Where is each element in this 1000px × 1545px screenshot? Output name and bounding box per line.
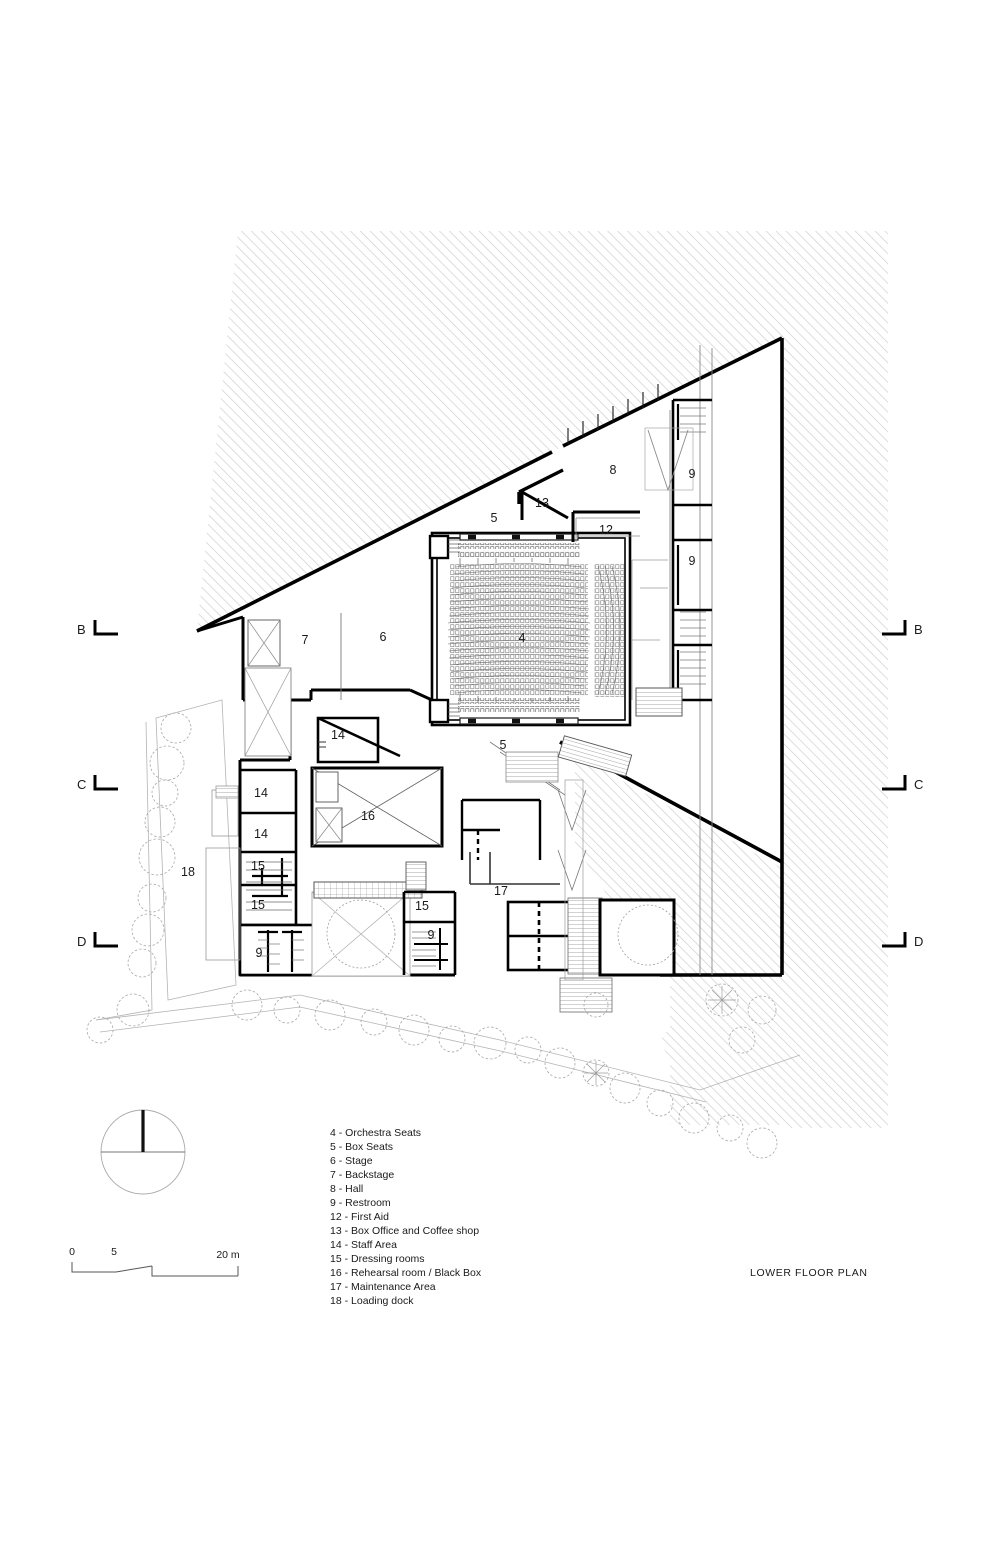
- legend-item-12: 12 - First Aid: [330, 1211, 389, 1223]
- room-label-9-east: 9: [428, 928, 435, 942]
- auditorium-shell: [430, 531, 632, 727]
- restroom-9-west: [238, 923, 316, 977]
- legend-item-8: 8 - Hall: [330, 1183, 363, 1195]
- central-stair-ramp: [557, 779, 613, 1013]
- section-marker-right-C: C: [882, 775, 923, 792]
- legend-item-7: 7 - Backstage: [330, 1169, 394, 1181]
- room-label-9-ne-lower: 9: [689, 554, 696, 568]
- room-13-box-office: [520, 490, 569, 520]
- section-letter-right-b: B: [914, 622, 923, 637]
- section-letter-left-c: C: [77, 777, 86, 792]
- se-annex-block: [598, 898, 679, 977]
- room-label-14-stage: 14: [331, 728, 345, 742]
- loading-dock-platform: [205, 785, 241, 961]
- room-12-first-aid: [571, 510, 640, 542]
- scale-label-5: 5: [111, 1246, 117, 1258]
- room-label-17: 17: [494, 884, 508, 898]
- maintenance-thin-partitions: [469, 852, 560, 885]
- north-arrow: [100, 1109, 186, 1195]
- legend-item-13: 13 - Box Office and Coffee shop: [330, 1225, 479, 1237]
- section-letter-left-d: D: [77, 934, 86, 949]
- section-letter-right-c: C: [914, 777, 923, 792]
- scale-label-20m: 20 m: [216, 1249, 240, 1261]
- box-seats-lower: [458, 698, 580, 725]
- room-label-14-lower: 14: [254, 827, 268, 841]
- dressing-room-thin-lines: [246, 861, 292, 911]
- room-label-6: 6: [380, 630, 387, 644]
- auditorium-aisle-ticks: [459, 558, 569, 702]
- courtyard-with-tree: [311, 891, 411, 977]
- section-marker-left-B: B: [77, 620, 118, 637]
- room-12-thin: [575, 517, 640, 542]
- west-stair-grid: [313, 861, 427, 899]
- room-label-8: 8: [610, 463, 617, 477]
- backstage-service-room: [244, 619, 292, 757]
- section-letter-left-b: B: [77, 622, 86, 637]
- section-marker-right-B: B: [882, 620, 923, 637]
- section-letter-right-d: D: [914, 934, 923, 949]
- room-label-4: 4: [519, 631, 526, 645]
- east-restroom-hatch: [412, 931, 436, 967]
- east-restroom-fixtures: [414, 928, 448, 970]
- room-label-18: 18: [181, 865, 195, 879]
- scale-bar: 0 5 20 m: [69, 1246, 240, 1277]
- section-marker-left-D: D: [77, 932, 118, 949]
- legend-item-14: 14 - Staff Area: [330, 1239, 397, 1251]
- legend-item-17: 17 - Maintenance Area: [330, 1281, 436, 1293]
- room-label-5-upper: 5: [491, 511, 498, 525]
- hall-entry-wall: [517, 468, 564, 504]
- room-label-14-upper: 14: [254, 786, 268, 800]
- room-label-5-lower: 5: [500, 738, 507, 752]
- room-label-15-lower: 15: [251, 898, 265, 912]
- box-seats-upper: [458, 533, 580, 557]
- room-label-15-upper: 15: [251, 859, 265, 873]
- room-label-15-east: 15: [415, 899, 429, 913]
- south-entrance-elements: [489, 741, 566, 796]
- room-17-maintenance: [460, 798, 542, 860]
- drawing-title: LOWER FLOOR PLAN: [750, 1267, 868, 1279]
- room-14-staff-upper: [316, 716, 401, 764]
- hall-truss-symbol: [644, 427, 694, 492]
- section-marker-left-C: C: [77, 775, 118, 792]
- auditorium-stair-cores: [428, 534, 460, 724]
- legend-item-15: 15 - Dressing rooms: [330, 1253, 425, 1265]
- legend-item-6: 6 - Stage: [330, 1155, 373, 1167]
- legend-item-16: 16 - Rehearsal room / Black Box: [330, 1267, 482, 1279]
- room-number-labels: 4 5 5 6 7 8 9 9 9 9 12 13 14 14 14 15 15…: [181, 463, 695, 960]
- scale-label-0: 0: [69, 1246, 75, 1258]
- east-dressing-and-restroom: [402, 890, 457, 975]
- room-label-9-ne-upper: 9: [689, 467, 696, 481]
- ne-restroom-block: [671, 398, 712, 702]
- room-label-13: 13: [535, 496, 549, 510]
- hall-glazing-mullions: [567, 384, 659, 444]
- legend: 4 - Orchestra Seats 5 - Box Seats 6 - St…: [330, 1127, 482, 1307]
- room-16-rehearsal-black-box: [310, 766, 444, 848]
- room-label-7: 7: [302, 633, 309, 647]
- room-label-12: 12: [599, 523, 613, 537]
- room-label-9-west: 9: [256, 946, 263, 960]
- legend-item-5: 5 - Box Seats: [330, 1141, 393, 1153]
- legend-item-9: 9 - Restroom: [330, 1197, 391, 1209]
- dressing-room-fixtures: [252, 858, 288, 898]
- legend-item-18: 18 - Loading dock: [330, 1295, 414, 1307]
- room-label-16: 16: [361, 809, 375, 823]
- landscape-trees-and-path: [86, 699, 801, 1159]
- legend-item-4: 4 - Orchestra Seats: [330, 1127, 421, 1139]
- orchestra-seating-main: [447, 563, 624, 697]
- lobby-circulation-lines: [631, 559, 668, 700]
- section-marker-right-D: D: [882, 932, 923, 949]
- lobby-stairs: [557, 687, 683, 777]
